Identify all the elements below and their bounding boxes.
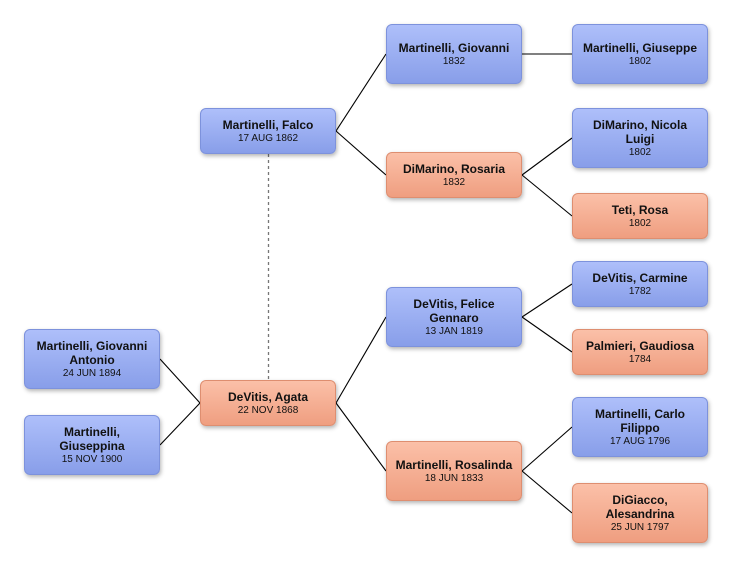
- person-date: 1784: [628, 353, 652, 365]
- person-date: 17 AUG 1796: [609, 435, 671, 447]
- connector-line: [335, 316, 387, 404]
- person-date: 13 JAN 1819: [425, 325, 483, 337]
- person-giovanni[interactable]: Martinelli, Giovanni 1832: [386, 24, 522, 84]
- person-carmine[interactable]: DeVitis, Carmine 1782: [572, 261, 708, 307]
- person-date: 1802: [628, 146, 652, 158]
- person-date: 1832: [442, 176, 466, 188]
- person-date: 22 NOV 1868: [237, 404, 299, 416]
- person-name: DiMarino, Nicola Luigi: [592, 117, 687, 146]
- person-name: DiGiacco, Alesandrina: [605, 492, 675, 521]
- person-date: 1832: [442, 55, 466, 67]
- connector-line: [521, 137, 573, 176]
- person-gaudiosa[interactable]: Palmieri, Gaudiosa 1784: [572, 329, 708, 375]
- person-nicola[interactable]: DiMarino, Nicola Luigi 1802: [572, 108, 708, 168]
- connector-line: [521, 470, 573, 514]
- person-name: Martinelli, Giuseppe: [582, 40, 698, 55]
- connector-line: [159, 402, 201, 446]
- person-rosa[interactable]: Teti, Rosa 1802: [572, 193, 708, 239]
- person-date: 1802: [628, 55, 652, 67]
- person-name: Teti, Rosa: [611, 202, 669, 217]
- person-name: Palmieri, Gaudiosa: [585, 338, 695, 353]
- person-name: DeVitis, Agata: [227, 389, 309, 404]
- person-name: DeVitis, Carmine: [592, 270, 688, 285]
- person-date: 1782: [628, 285, 652, 297]
- person-giuseppina[interactable]: Martinelli, Giuseppina 15 NOV 1900: [24, 415, 160, 475]
- person-date: 15 NOV 1900: [61, 453, 123, 465]
- connector-line: [521, 174, 573, 217]
- person-name: Martinelli, Rosalinda: [395, 457, 513, 472]
- person-agata[interactable]: DeVitis, Agata 22 NOV 1868: [200, 380, 336, 426]
- person-carlo[interactable]: Martinelli, Carlo Filippo 17 AUG 1796: [572, 397, 708, 457]
- person-date: 25 JUN 1797: [610, 521, 670, 533]
- person-name: Martinelli, Giovanni: [398, 40, 510, 55]
- person-rosalinda[interactable]: Martinelli, Rosalinda 18 JUN 1833: [386, 441, 522, 501]
- person-alesandrina[interactable]: DiGiacco, Alesandrina 25 JUN 1797: [572, 483, 708, 543]
- connector-line: [159, 358, 201, 404]
- connector-line: [521, 316, 573, 353]
- person-giuseppe[interactable]: Martinelli, Giuseppe 1802: [572, 24, 708, 84]
- person-date: 1802: [628, 217, 652, 229]
- person-giovanni-antonio[interactable]: Martinelli, Giovanni Antonio 24 JUN 1894: [24, 329, 160, 389]
- connector-line: [335, 53, 387, 132]
- connector-line: [521, 426, 573, 472]
- person-felice[interactable]: DeVitis, Felice Gennaro 13 JAN 1819: [386, 287, 522, 347]
- connector-line: [521, 283, 573, 318]
- connector-line: [335, 402, 387, 472]
- person-date: 24 JUN 1894: [62, 367, 122, 379]
- person-falco[interactable]: Martinelli, Falco 17 AUG 1862: [200, 108, 336, 154]
- person-name: Martinelli, Falco: [222, 117, 314, 132]
- connector-line: [335, 130, 387, 176]
- person-name: DiMarino, Rosaria: [402, 161, 506, 176]
- person-name: Martinelli, Carlo Filippo: [594, 406, 686, 435]
- person-name: Martinelli, Giuseppina: [59, 424, 125, 453]
- person-rosaria[interactable]: DiMarino, Rosaria 1832: [386, 152, 522, 198]
- person-name: Martinelli, Giovanni Antonio: [36, 338, 148, 367]
- person-date: 18 JUN 1833: [424, 472, 484, 484]
- person-date: 17 AUG 1862: [237, 132, 299, 144]
- person-name: DeVitis, Felice Gennaro: [413, 296, 495, 325]
